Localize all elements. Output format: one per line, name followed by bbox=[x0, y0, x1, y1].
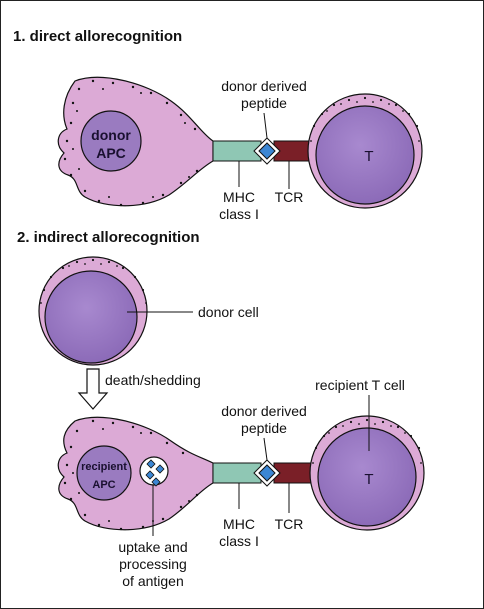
recipient-apc-label-line1: recipient bbox=[81, 461, 127, 473]
panel2-heading: 2. indirect allorecognition bbox=[17, 229, 200, 246]
peptide-label-line1: donor derived bbox=[221, 78, 307, 94]
mhc-label-line1: MHC bbox=[223, 516, 255, 532]
donor-apc-label-line2: APC bbox=[96, 145, 126, 161]
death-shedding-arrow bbox=[77, 368, 109, 410]
t-cell-membrane-dots bbox=[310, 96, 420, 142]
antigen-fragment bbox=[145, 470, 155, 480]
donor-cell-label: donor cell bbox=[198, 304, 259, 320]
peptide-label-line1: donor derived bbox=[221, 403, 307, 419]
t-cell-nucleus bbox=[315, 105, 415, 205]
tcr-label: TCR bbox=[275, 189, 304, 205]
recipient-t-cell-nucleus bbox=[317, 427, 417, 527]
recipient-t-cell: T bbox=[309, 415, 425, 531]
t-cell: T bbox=[307, 93, 423, 209]
donor-cell-nucleus bbox=[44, 270, 138, 364]
t-cell-label: T bbox=[364, 148, 373, 165]
donor-cell-membrane-dots bbox=[40, 258, 147, 304]
peptide-label-line2: peptide bbox=[241, 95, 287, 111]
recipient-apc-nucleus bbox=[76, 445, 132, 501]
mhc-label-line2: class I bbox=[219, 206, 259, 222]
recipient-t-cell-label: recipient T cell bbox=[315, 377, 405, 393]
peptide-leader-line bbox=[263, 112, 268, 139]
donor-cell bbox=[38, 256, 148, 366]
tcr-label: TCR bbox=[275, 516, 304, 532]
uptake-label-line1: uptake and bbox=[118, 539, 187, 555]
antigen-fragment bbox=[151, 477, 161, 487]
uptake-label-line2: processing bbox=[119, 556, 187, 572]
donor-apc-cell: donor APC bbox=[57, 76, 214, 207]
recipient-apc-membrane-dots bbox=[63, 419, 199, 531]
peptide-leader-line bbox=[263, 437, 268, 461]
antigen-fragment bbox=[146, 459, 156, 469]
death-shedding-label: death/shedding bbox=[105, 372, 201, 388]
recipient-t-cell-letter: T bbox=[364, 471, 373, 488]
mhc-label-line2: class I bbox=[219, 533, 259, 549]
peptide-label-line2: peptide bbox=[241, 420, 287, 436]
recipient-apc-label-line2: APC bbox=[92, 479, 115, 491]
mhc-label-line1: MHC bbox=[223, 189, 255, 205]
apc-membrane-dots bbox=[63, 79, 199, 207]
donor-peptide-diamond bbox=[258, 142, 276, 160]
antigen-fragment bbox=[155, 464, 165, 474]
recipient-t-cell-membrane-dots bbox=[312, 418, 422, 464]
donor-peptide-diamond bbox=[258, 464, 276, 482]
donor-apc-nucleus bbox=[80, 110, 142, 172]
donor-apc-label-line1: donor bbox=[91, 127, 131, 143]
panel1-heading: 1. direct allorecognition bbox=[13, 28, 182, 45]
uptake-label-line3: of antigen bbox=[122, 573, 184, 589]
recipient-apc-cell: recipient APC bbox=[57, 416, 214, 531]
